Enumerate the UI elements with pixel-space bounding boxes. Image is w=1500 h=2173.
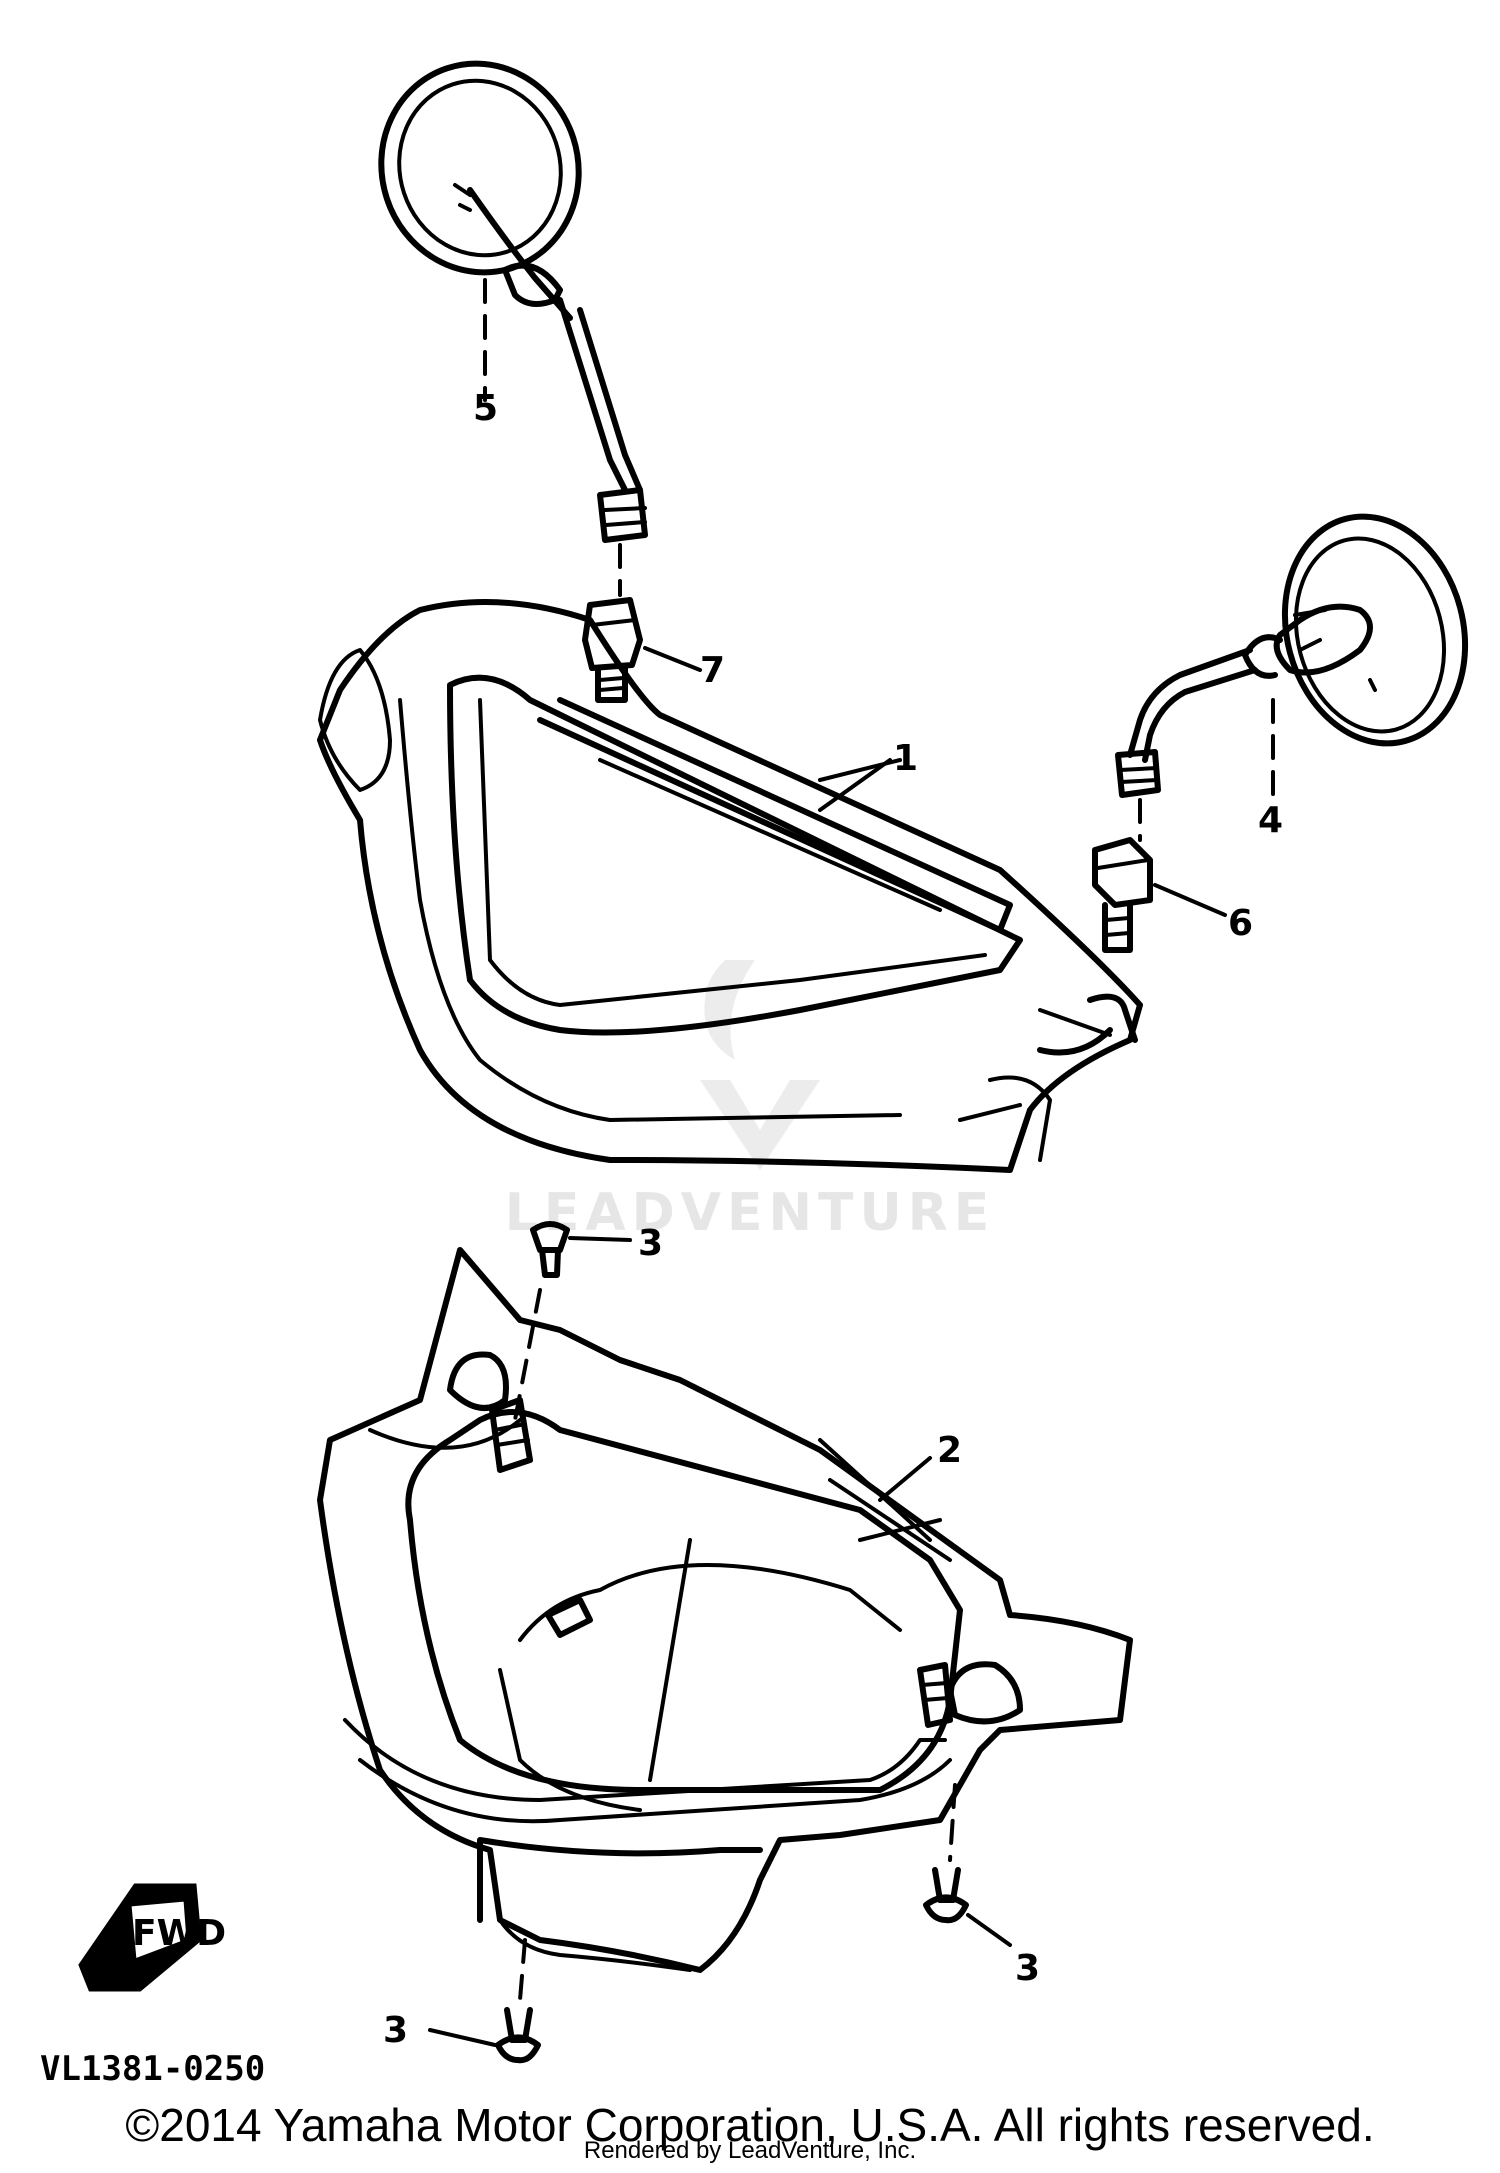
- callout-1: 1: [893, 738, 918, 779]
- leadventure-watermark: LEADVENTURE: [505, 960, 996, 1243]
- part-5-left-mirror: [378, 60, 648, 597]
- part-4-right-mirror: [1115, 513, 1469, 842]
- callout-3-left: 3: [383, 2010, 408, 2051]
- part-1-handlebar-cover-upper: [317, 599, 1143, 1173]
- copyright-notice: ©2014 Yamaha Motor Corporation, U.S.A. A…: [125, 2099, 1375, 2151]
- part-7-adapter-nut: [582, 597, 702, 703]
- watermark-text: LEADVENTURE: [505, 1183, 996, 1243]
- callout-3-top: 3: [638, 1223, 663, 1264]
- diagram-code: VL1381-0250: [40, 2049, 265, 2089]
- fwd-direction-symbol: FWD: [78, 1883, 226, 1992]
- callout-4: 4: [1258, 800, 1283, 841]
- callout-6: 6: [1228, 903, 1253, 944]
- part-2-handlebar-cover-lower: [317, 1247, 1133, 2002]
- rendered-by-notice: Rendered by LeadVenture, Inc.: [583, 2137, 917, 2164]
- callout-7: 7: [700, 650, 725, 691]
- part-3-screw-bottom-center: [428, 2007, 541, 2064]
- part-3-screw-bottom-right: [923, 1867, 1012, 1947]
- callout-5: 5: [473, 388, 498, 429]
- leader-2: [878, 1456, 932, 1502]
- leader-1: [818, 758, 892, 812]
- callout-2: 2: [937, 1430, 962, 1471]
- fwd-label: FWD: [132, 1913, 226, 1954]
- callout-3-right: 3: [1015, 1948, 1040, 1989]
- part-6-adapter-nut: [1092, 837, 1227, 953]
